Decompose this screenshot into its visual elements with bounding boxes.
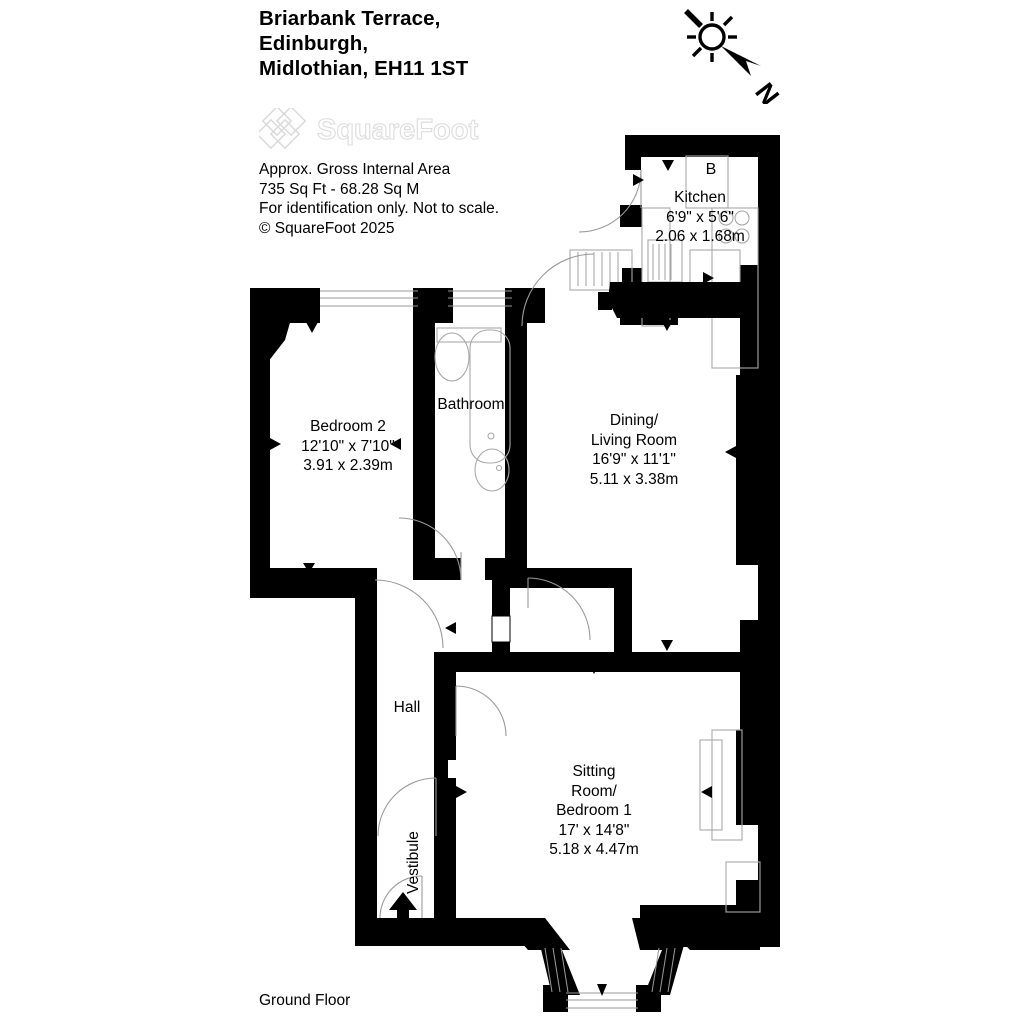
wall-cupboard-left-a xyxy=(492,588,510,618)
wall-sitting-left-b xyxy=(434,778,456,928)
internal-glazing xyxy=(491,615,511,643)
wall-sitting-top-right xyxy=(632,652,760,672)
walls xyxy=(250,135,780,1012)
arrow-marker xyxy=(306,322,318,333)
wall-right-step-d xyxy=(736,730,760,825)
fixtures xyxy=(434,155,761,913)
sitting-window-recess xyxy=(711,729,743,841)
wall-right-step-b xyxy=(736,375,760,565)
wall-bay-pier-left xyxy=(543,985,568,1012)
address-line-1: Briarbank Terrace, xyxy=(259,7,441,30)
door-kitchen-dining xyxy=(521,253,595,327)
bathtub-fixture xyxy=(469,329,511,464)
bay-window-arrow-icon xyxy=(597,984,607,996)
wall-hall-left xyxy=(355,568,377,946)
wall-bottom-vestibule xyxy=(355,918,425,946)
entrance-arrow-icon xyxy=(389,892,417,940)
wall-sitting-left-a xyxy=(434,652,456,760)
hob-ring-icon xyxy=(734,228,750,244)
dining-fireplace-recess xyxy=(569,249,633,291)
wall-bathroom-bottom-left xyxy=(413,558,461,580)
squarefoot-logo: SquareFoot xyxy=(259,108,499,150)
sitting-window-lower-recess xyxy=(725,861,761,913)
hob-ring-icon xyxy=(718,228,734,244)
arrow-marker xyxy=(661,320,673,331)
door-dining xyxy=(527,577,591,641)
arrow-marker xyxy=(270,438,281,450)
arrow-marker xyxy=(516,440,527,452)
arrow-marker xyxy=(725,446,736,458)
wall-top-splay-2 xyxy=(413,288,453,323)
door-bedroom-2 xyxy=(374,579,444,649)
arrow-marker xyxy=(456,786,467,798)
arrow-marker xyxy=(702,306,714,317)
wall-kitchen-top xyxy=(625,135,780,157)
kitchen-counter-left xyxy=(641,207,671,327)
sitting-window-shutter xyxy=(699,739,723,831)
arrow-marker xyxy=(589,660,601,671)
floor-label: Ground Floor xyxy=(259,992,351,1009)
wall-bathroom-left xyxy=(413,318,435,576)
wall-right-step-c xyxy=(740,620,760,730)
washbasin-fixture xyxy=(474,448,510,492)
wall-right-step-a xyxy=(740,265,760,375)
bath-plug-icon xyxy=(487,432,495,440)
copyright: © SquareFoot 2025 xyxy=(259,219,395,237)
logo-wordmark: SquareFoot xyxy=(317,114,478,146)
wall-sitting-left-nib xyxy=(434,756,448,782)
wall-bay-splay-left xyxy=(500,918,570,950)
wall-bottom-right xyxy=(640,905,760,947)
wall-left-outer-upper xyxy=(250,288,270,598)
arrow-marker xyxy=(701,786,712,798)
arrow-marker xyxy=(703,272,714,284)
sun-icon xyxy=(684,9,737,62)
basin-tap-icon xyxy=(495,464,503,472)
toilet-fixture xyxy=(434,332,470,382)
door-sitting-room xyxy=(455,685,507,737)
door-entrance xyxy=(379,875,423,919)
arrow-marker xyxy=(445,622,456,634)
dining-window-recess xyxy=(689,249,741,287)
wall-kitchen-left-nib xyxy=(620,205,642,227)
arrow-marker xyxy=(633,174,644,186)
arrow-marker xyxy=(303,563,315,573)
hob-ring-icon xyxy=(718,210,734,226)
top-window-glazing xyxy=(320,290,512,307)
boiler-fixture xyxy=(685,155,729,209)
gross-area-value: 735 Sq Ft - 68.28 Sq M xyxy=(259,180,420,198)
property-address: Briarbank Terrace, Edinburgh, Midlothian… xyxy=(259,6,679,81)
area-summary: Approx. Gross Internal Area 735 Sq Ft - … xyxy=(259,160,699,238)
wall-cupboard-right xyxy=(614,568,632,672)
north-arrow-icon xyxy=(721,46,761,76)
hob-ring-icon xyxy=(734,210,750,226)
doors xyxy=(374,169,642,919)
gross-area-caption: Approx. Gross Internal Area xyxy=(259,161,451,178)
door-bathroom xyxy=(398,517,462,581)
door-vestibule-inner xyxy=(377,777,437,837)
arrow-marker xyxy=(662,160,674,171)
logo-diamonds-icon xyxy=(259,108,307,150)
arrow-marker xyxy=(661,640,673,651)
disclaimer: For identification only. Not to scale. xyxy=(259,200,500,217)
wall-kitchen-left-top xyxy=(625,135,641,170)
wall-bedroom2-bottom xyxy=(250,568,375,598)
wall-right-outer xyxy=(758,157,780,947)
chimney-breast xyxy=(598,282,748,318)
wall-sitting-top-left xyxy=(434,652,634,672)
address-line-2: Edinburgh, xyxy=(259,32,369,55)
cistern-fixture xyxy=(436,327,502,343)
address-line-3: Midlothian, EH11 1ST xyxy=(259,57,469,80)
arrow-marker xyxy=(390,438,401,450)
wall-cupboard-nib xyxy=(506,568,528,586)
bay-window-glazing xyxy=(544,947,676,1009)
dimension-arrows xyxy=(270,160,736,798)
wall-bay-pier-right xyxy=(636,985,661,1012)
